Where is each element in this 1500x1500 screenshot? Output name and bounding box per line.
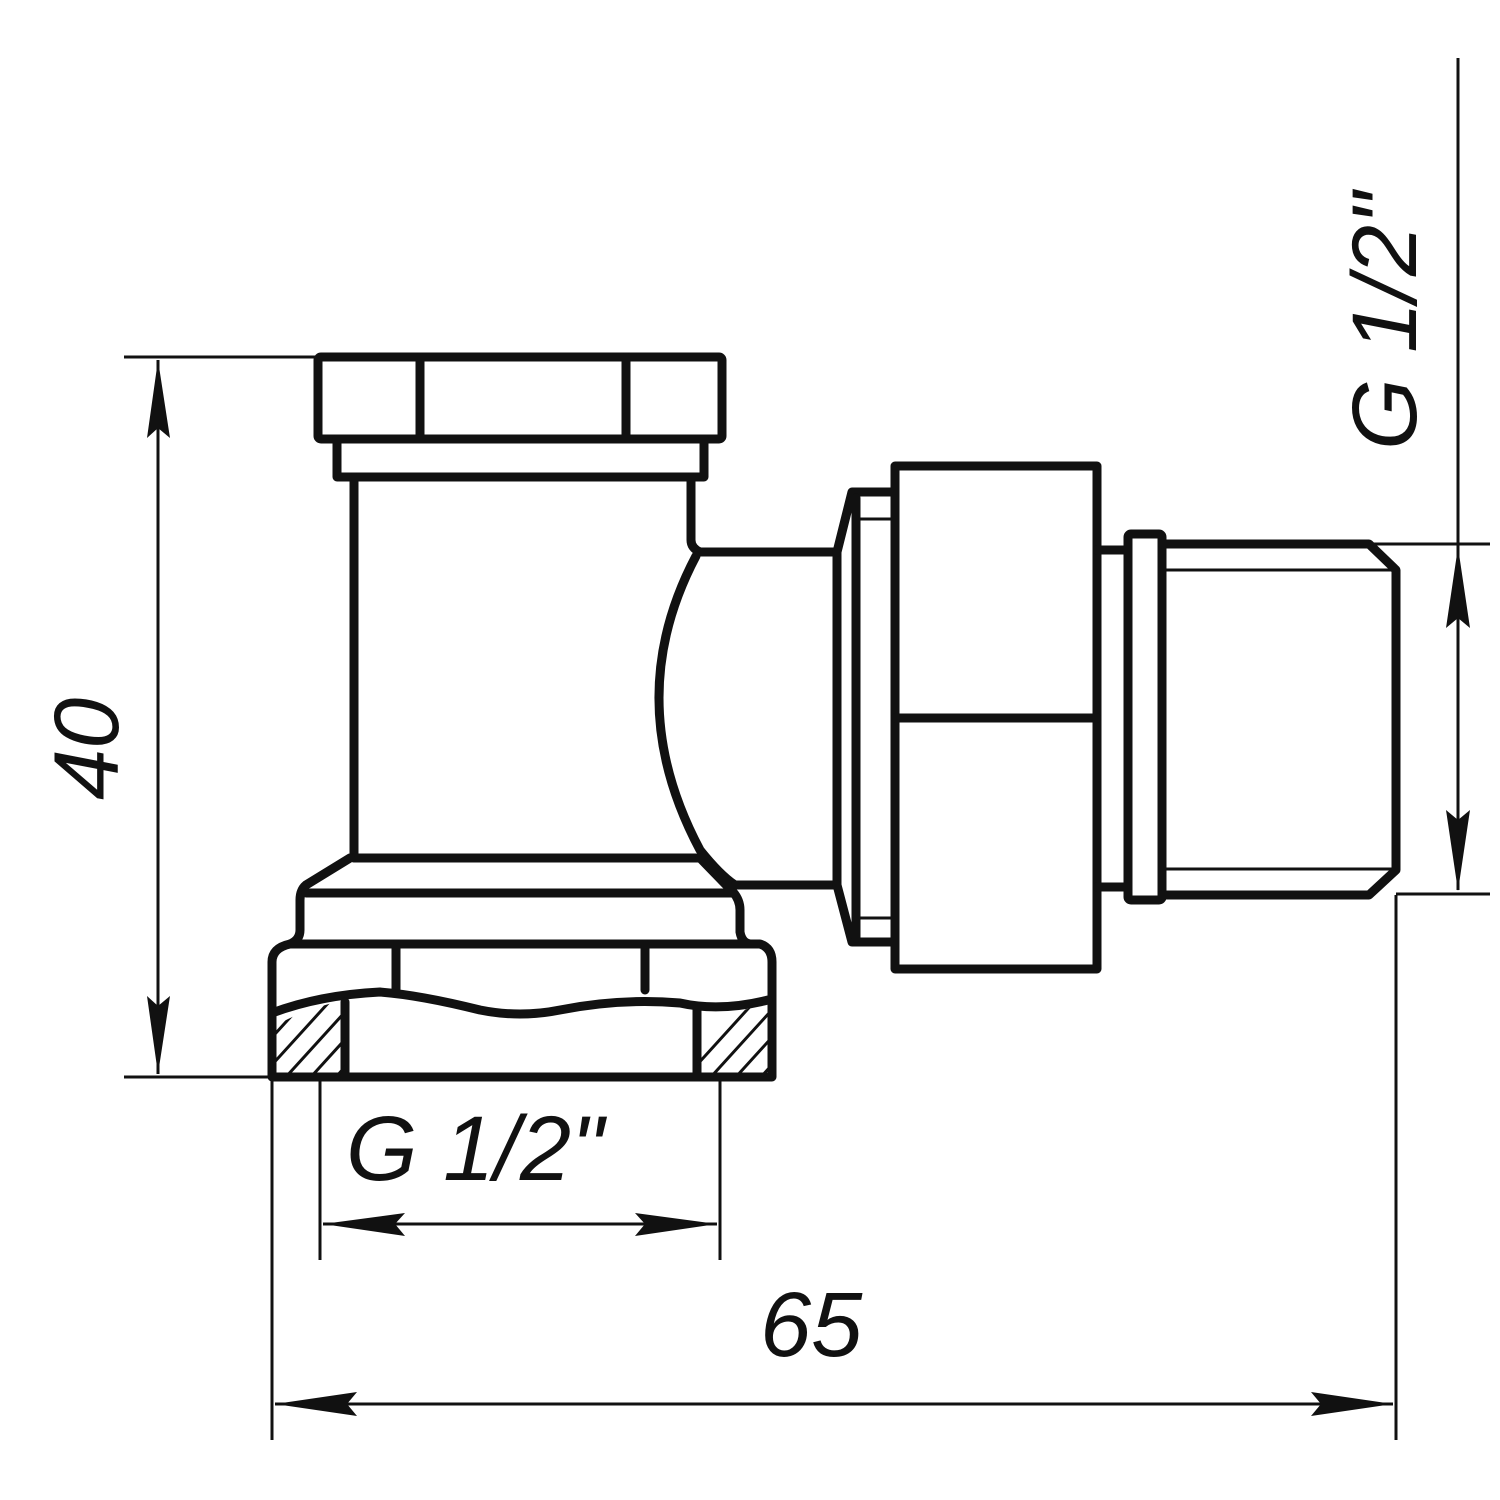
arrow-up-icon xyxy=(1446,547,1470,628)
arrow-down-icon xyxy=(1446,810,1470,891)
tailpiece xyxy=(1092,529,1401,905)
arrow-right-icon xyxy=(635,1213,717,1236)
height-label: 40 xyxy=(36,698,138,800)
bottom-thread-label: G 1/2" xyxy=(346,1098,608,1200)
valve-body xyxy=(349,472,705,863)
union-nut xyxy=(890,461,1102,974)
dimension-side-thread: G 1/2" xyxy=(1334,58,1490,896)
dimension-length: 65 xyxy=(270,895,1398,1440)
dimension-bottom-thread: G 1/2" xyxy=(318,1077,722,1260)
length-label: 65 xyxy=(760,1274,863,1376)
top-hex-nut xyxy=(313,352,727,482)
side-outlet xyxy=(654,487,898,947)
dimension-height: 40 xyxy=(36,355,318,1079)
arrow-left-icon xyxy=(275,1392,357,1416)
arrow-right-icon xyxy=(1311,1392,1393,1416)
arrow-left-icon xyxy=(323,1213,405,1236)
bottom-connection xyxy=(267,853,777,1082)
arrow-up-icon xyxy=(147,360,170,438)
arrow-down-icon xyxy=(147,996,170,1074)
side-thread-label: G 1/2" xyxy=(1334,188,1436,450)
